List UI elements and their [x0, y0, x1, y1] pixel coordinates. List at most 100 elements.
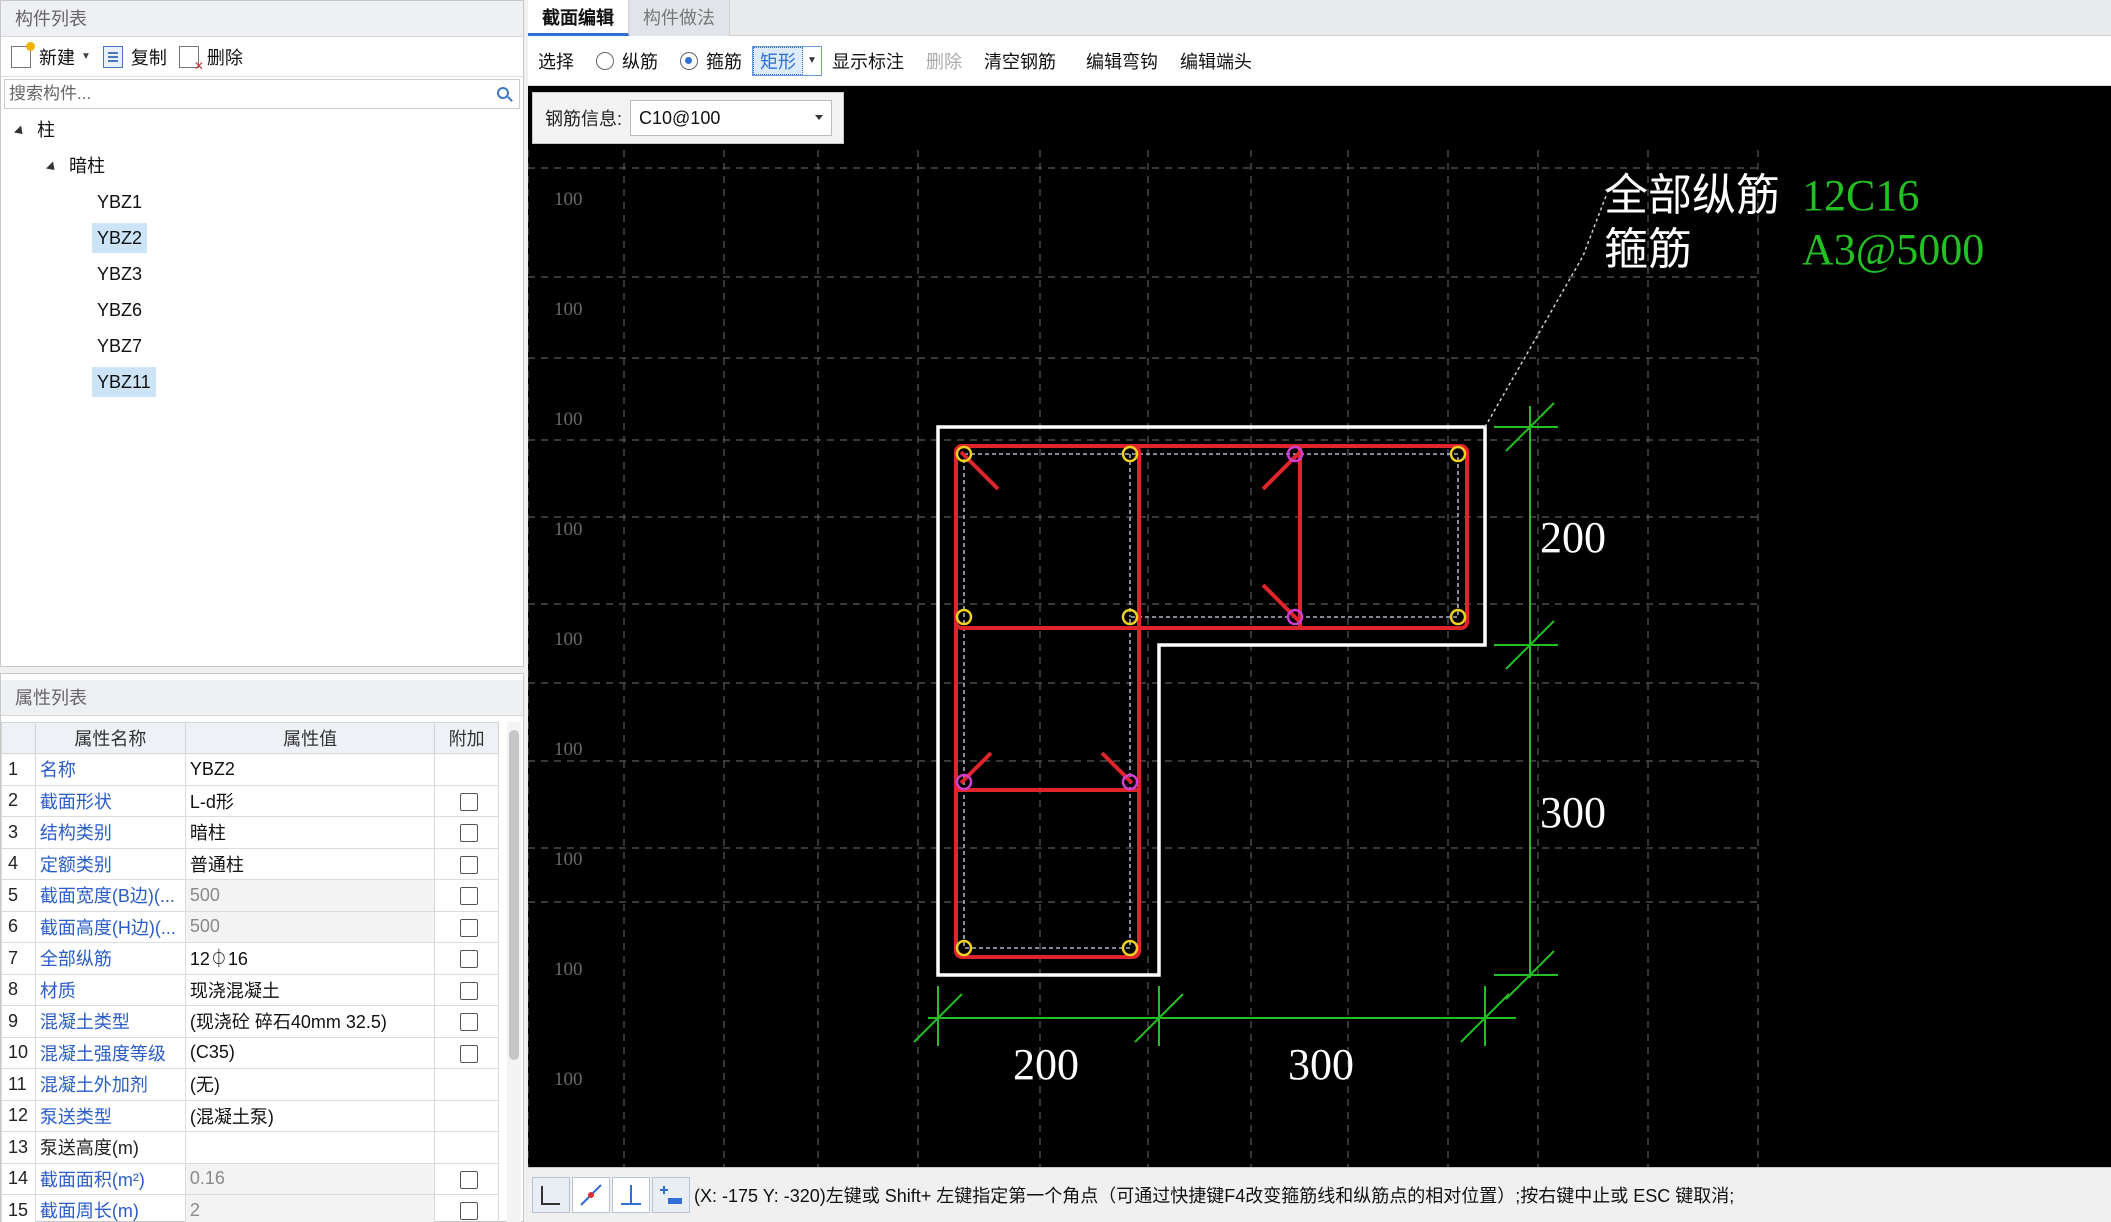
chevron-down-icon[interactable]: ▼: [807, 55, 817, 66]
tree-leaf-ybz11[interactable]: YBZ11: [92, 367, 156, 397]
delete-rebar-button[interactable]: 删除: [926, 51, 962, 72]
property-index: 14: [1, 1162, 36, 1195]
edit-hook-button[interactable]: 编辑弯钩: [1086, 51, 1158, 72]
shape-select[interactable]: 矩形 ▼: [752, 45, 822, 76]
perpendicular-icon: [621, 1185, 641, 1205]
dynamic-input-button[interactable]: [652, 1177, 690, 1213]
tree-expand-icon[interactable]: [45, 161, 59, 174]
property-value[interactable]: (无): [184, 1068, 436, 1101]
tree-expand-icon[interactable]: [13, 125, 27, 138]
tab-component-method[interactable]: 构件做法: [629, 0, 730, 36]
stirrup-outer-top: [954, 444, 1469, 630]
rebar-point: [1286, 608, 1304, 626]
tree-node-label: 柱: [37, 120, 55, 140]
perpendicular-toggle-button[interactable]: [612, 1177, 650, 1213]
property-name: 泵送类型: [34, 1099, 186, 1132]
extra-checkbox[interactable]: [459, 1202, 478, 1220]
tree-leaf-ybz1[interactable]: YBZ1: [97, 192, 143, 212]
edit-end-button[interactable]: 编辑端头: [1180, 51, 1252, 72]
tree-leaf-ybz3[interactable]: YBZ3: [97, 264, 143, 284]
tree-leaf-ybz7[interactable]: YBZ7: [97, 336, 143, 356]
section-outline: [936, 425, 1487, 977]
tree-node-column[interactable]: 柱: [13, 115, 55, 145]
property-value[interactable]: 0.16: [184, 1162, 436, 1195]
grid-label: 100: [554, 849, 583, 870]
property-scrollbar[interactable]: [507, 722, 521, 1222]
radio-selected-icon[interactable]: [680, 51, 698, 70]
scrollbar-thumb[interactable]: [509, 730, 519, 1060]
rebar-info-combo[interactable]: C10@100: [630, 100, 833, 136]
extra-checkbox[interactable]: [459, 1170, 478, 1189]
radio-icon[interactable]: [596, 51, 614, 70]
show-annotation-button[interactable]: 显示标注: [832, 51, 904, 72]
dimension-tick: [1505, 950, 1555, 1000]
extra-checkbox[interactable]: [459, 887, 478, 905]
extra-checkbox[interactable]: [459, 981, 478, 1000]
property-value[interactable]: 现浇混凝土: [184, 973, 436, 1006]
extra-checkbox[interactable]: [459, 918, 478, 937]
tree-node-hidden-column[interactable]: 暗柱: [45, 151, 105, 181]
rebar-point: [1121, 939, 1139, 957]
property-value[interactable]: (混凝土泵): [184, 1099, 436, 1132]
property-value[interactable]: 普通柱: [184, 847, 436, 880]
property-value[interactable]: 12⏀16: [184, 942, 436, 975]
search-input[interactable]: [5, 80, 519, 108]
select-button[interactable]: 选择: [538, 51, 574, 72]
property-value[interactable]: 500: [184, 910, 436, 943]
property-value[interactable]: L-d形: [184, 784, 436, 817]
stirrup-radio[interactable]: 箍筋: [680, 48, 742, 74]
tree-leaf-ybz6[interactable]: YBZ6: [97, 300, 143, 320]
delete-button[interactable]: 删除: [177, 41, 253, 73]
property-name: 材质: [34, 973, 186, 1006]
property-value[interactable]: (现浇砼 碎石40mm 32.5): [184, 1005, 436, 1038]
property-value[interactable]: [184, 1131, 436, 1164]
property-value[interactable]: 2: [184, 1194, 436, 1222]
extra-checkbox[interactable]: [459, 824, 478, 842]
clear-rebar-button[interactable]: 清空钢筋: [984, 51, 1056, 72]
property-index: 13: [1, 1131, 36, 1164]
search-icon[interactable]: [497, 87, 509, 99]
property-value[interactable]: 暗柱: [184, 816, 436, 849]
chevron-down-icon[interactable]: [815, 115, 824, 120]
chevron-down-icon[interactable]: ▼: [81, 51, 91, 62]
ortho-toggle-button[interactable]: [532, 1177, 570, 1213]
grid-label: 100: [554, 299, 583, 320]
longitudinal-label: 纵筋: [622, 51, 658, 72]
property-value[interactable]: 500: [184, 879, 436, 912]
snap-toggle-button[interactable]: [572, 1177, 610, 1213]
property-value[interactable]: YBZ2: [184, 753, 436, 786]
extra-checkbox[interactable]: [459, 950, 478, 968]
property-name: 名称: [34, 753, 186, 786]
header-extra: 附加: [434, 722, 499, 754]
property-value[interactable]: (C35): [184, 1036, 436, 1069]
copy-button[interactable]: 复制: [101, 41, 177, 73]
tree-leaf-ybz2[interactable]: YBZ2: [92, 223, 148, 253]
new-button[interactable]: 新建 ▼: [9, 41, 101, 73]
extra-checkbox[interactable]: [459, 1044, 478, 1063]
extra-checkbox[interactable]: [459, 1013, 478, 1031]
tab-section-edit[interactable]: 截面编辑: [528, 0, 629, 36]
header-property-name: 属性名称: [34, 722, 186, 754]
extra-checkbox[interactable]: [459, 855, 478, 874]
extra-checkbox[interactable]: [459, 792, 478, 811]
header-property-value: 属性值: [184, 722, 436, 754]
longitudinal-radio[interactable]: 纵筋: [596, 48, 658, 74]
